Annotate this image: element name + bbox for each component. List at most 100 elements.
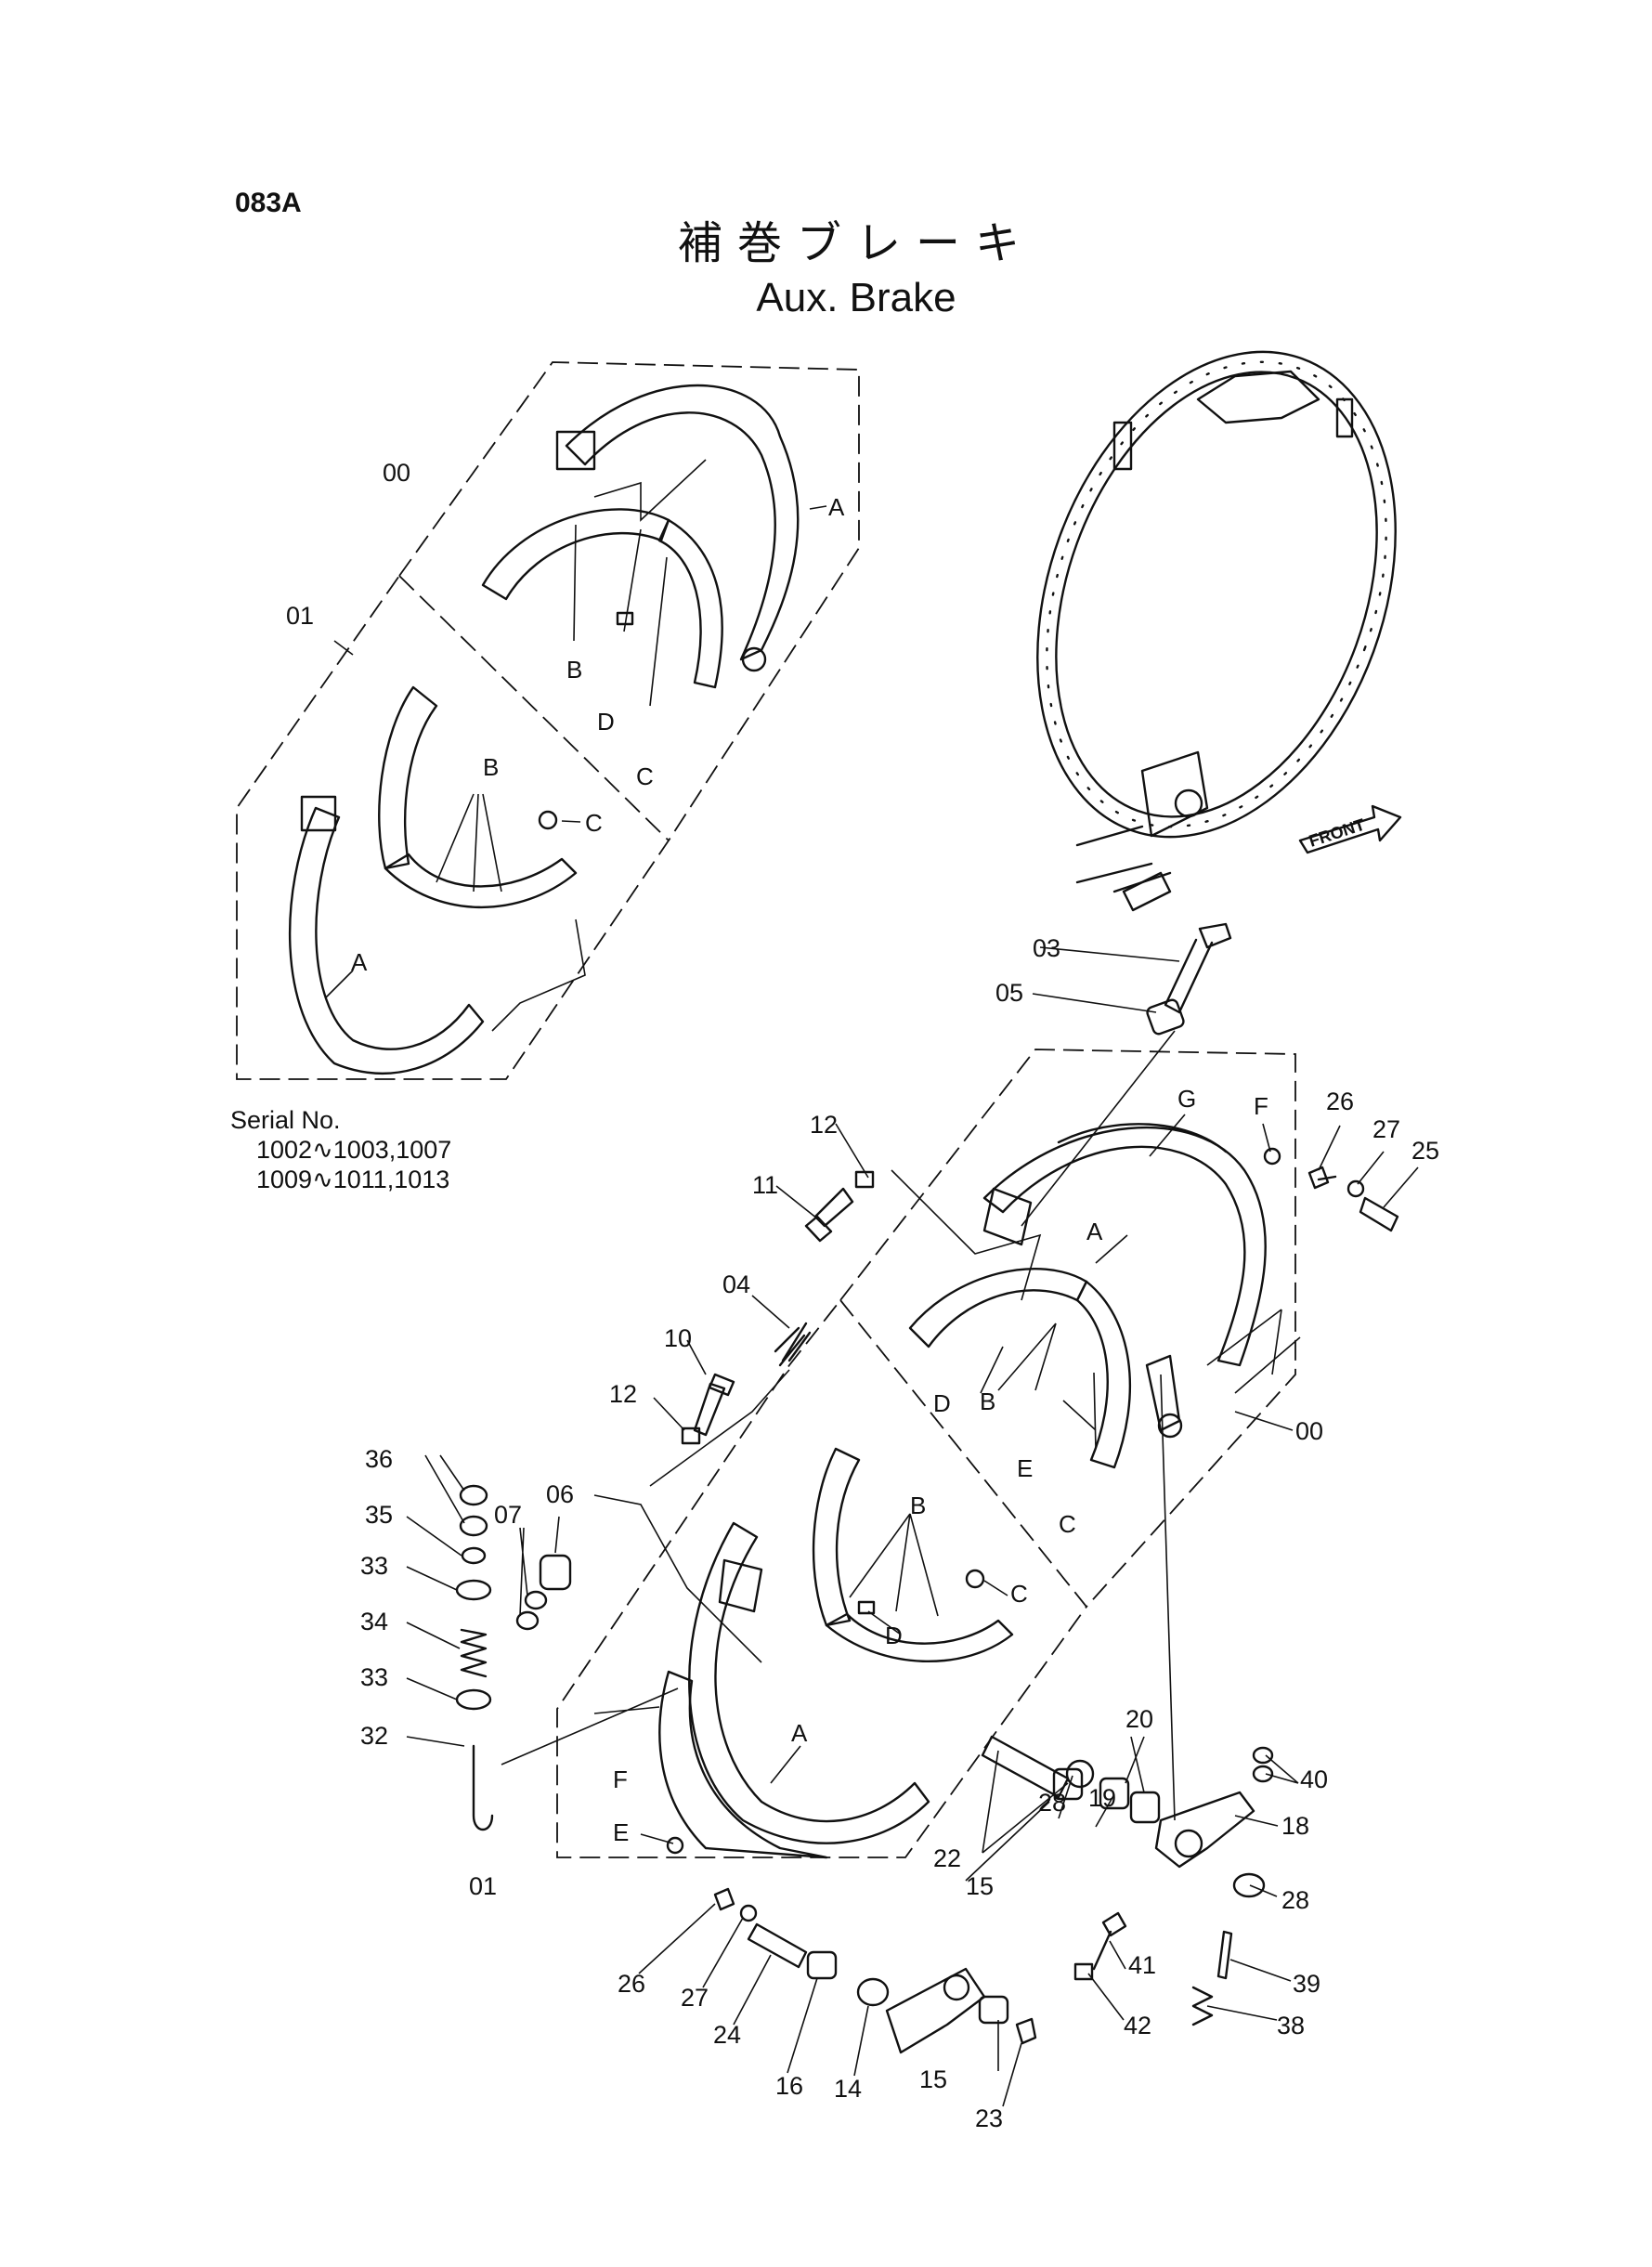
callout-a-lower-asm: A bbox=[791, 1719, 808, 1747]
washer-33a bbox=[455, 1579, 492, 1601]
lower-lever bbox=[885, 1967, 986, 2054]
callout-42: 42 bbox=[1124, 2012, 1151, 2039]
nut-36a bbox=[459, 1484, 488, 1506]
bolt-41 bbox=[1092, 1911, 1127, 1971]
front-label: FRONT bbox=[1307, 815, 1367, 851]
callout-c-top: C bbox=[636, 762, 654, 790]
callout-g: G bbox=[1177, 1085, 1196, 1113]
brake-band-a-upper bbox=[565, 384, 800, 661]
callout-20: 20 bbox=[1125, 1705, 1153, 1733]
callout-f-lower: F bbox=[613, 1765, 628, 1793]
band-end-fitting bbox=[982, 1187, 1033, 1246]
callout-a-lower: A bbox=[351, 948, 368, 976]
callout-39: 39 bbox=[1293, 1970, 1320, 1998]
callout-32: 32 bbox=[360, 1722, 388, 1750]
callout-18: 18 bbox=[1281, 1812, 1309, 1840]
callout-b-lower-asm: B bbox=[910, 1492, 926, 1519]
callout-04: 04 bbox=[722, 1270, 750, 1298]
spring-38 bbox=[1191, 1986, 1214, 2026]
callout-16: 16 bbox=[775, 2072, 803, 2100]
bolt-39 bbox=[1216, 1930, 1233, 1980]
nut-40b bbox=[1252, 1765, 1274, 1783]
bolt-11 bbox=[804, 1187, 854, 1243]
callout-e-middle: E bbox=[1017, 1454, 1033, 1482]
pin-22 bbox=[981, 1735, 1070, 1799]
pin-24 bbox=[747, 1922, 808, 1969]
washer-14 bbox=[856, 1977, 890, 2007]
callout-d-top: D bbox=[597, 708, 615, 736]
callout-a-middle: A bbox=[1086, 1218, 1103, 1245]
title-english: Aux. Brake bbox=[756, 275, 956, 320]
washer-28-left bbox=[1065, 1759, 1095, 1789]
callout-03: 03 bbox=[1033, 934, 1060, 962]
callout-27-lower: 27 bbox=[681, 1984, 709, 2012]
callout-11: 11 bbox=[752, 1171, 778, 1199]
callout-c-lower-asm: C bbox=[1010, 1580, 1028, 1608]
callout-28-right: 28 bbox=[1281, 1886, 1309, 1914]
serial-heading: Serial No. bbox=[230, 1106, 341, 1134]
nut-36b bbox=[459, 1515, 488, 1537]
front-arrow: FRONT bbox=[1298, 804, 1402, 854]
callout-22: 22 bbox=[933, 1844, 961, 1872]
callout-28-left: 28 bbox=[1038, 1789, 1066, 1817]
bolt-10 bbox=[693, 1373, 735, 1437]
nut-42 bbox=[1073, 1962, 1094, 1981]
callout-41: 41 bbox=[1128, 1951, 1156, 1979]
nut-12-upper bbox=[854, 1170, 875, 1189]
bolt-03 bbox=[1164, 922, 1232, 1014]
callout-34: 34 bbox=[360, 1608, 388, 1635]
spring-04 bbox=[774, 1322, 812, 1367]
callout-26-upper: 26 bbox=[1326, 1088, 1354, 1115]
callout-40: 40 bbox=[1300, 1765, 1328, 1793]
nut-12-lower bbox=[681, 1427, 701, 1445]
callout-23: 23 bbox=[975, 2104, 1003, 2132]
title-japanese: 補巻ブレーキ bbox=[678, 217, 1034, 269]
callout-c-middle: C bbox=[1059, 1510, 1076, 1538]
callout-f-upper: F bbox=[1254, 1092, 1268, 1120]
bushing-19 bbox=[1099, 1777, 1130, 1810]
top-left-assembly: 00 01 A B C D B C A bbox=[236, 361, 860, 1080]
callout-15-upper: 15 bbox=[966, 1872, 994, 1900]
callout-05: 05 bbox=[995, 979, 1023, 1007]
nut-07a bbox=[524, 1590, 548, 1610]
eye-bolt-32 bbox=[472, 1744, 494, 1831]
callout-06: 06 bbox=[546, 1480, 574, 1508]
pin-25 bbox=[1359, 1196, 1399, 1232]
callout-25: 25 bbox=[1411, 1137, 1439, 1165]
spring-34 bbox=[460, 1628, 488, 1678]
washer-27-lower bbox=[739, 1904, 758, 1922]
callout-38: 38 bbox=[1277, 2012, 1305, 2039]
callout-c-lower: C bbox=[585, 809, 603, 837]
washer-33b bbox=[455, 1688, 492, 1711]
clip-23 bbox=[1015, 2017, 1037, 2045]
callout-00-top: 00 bbox=[383, 459, 410, 487]
callout-01-lower: 01 bbox=[469, 1872, 497, 1900]
callout-00-lower: 00 bbox=[1295, 1417, 1323, 1445]
dashed-boundary-01 bbox=[236, 575, 670, 1080]
washer-35 bbox=[461, 1546, 487, 1565]
callout-14: 14 bbox=[834, 2075, 862, 2103]
bolt-26-lower bbox=[713, 1887, 735, 1911]
callout-e-lower: E bbox=[613, 1818, 629, 1846]
callout-33-upper: 33 bbox=[360, 1552, 388, 1580]
band-end-bracket bbox=[555, 430, 596, 471]
lever-18 bbox=[1154, 1791, 1255, 1869]
washer-28-right bbox=[1232, 1872, 1266, 1898]
callout-24: 24 bbox=[713, 2021, 741, 2049]
bushing-06 bbox=[539, 1554, 572, 1591]
callout-26-lower: 26 bbox=[618, 1970, 645, 1998]
bushing-15-lower bbox=[978, 1995, 1009, 2025]
assembled-brake-band bbox=[1036, 350, 1397, 912]
bushing-16 bbox=[806, 1950, 838, 1980]
dashed-boundary-00-lower bbox=[839, 1049, 1296, 1608]
callout-12-lower: 12 bbox=[609, 1380, 637, 1408]
serial-line-2: 1009∿1011,1013 bbox=[256, 1166, 449, 1193]
serial-line-1: 1002∿1003,1007 bbox=[256, 1136, 451, 1164]
brake-band-a-lower bbox=[288, 806, 485, 1075]
serial-number-block: Serial No. 1002∿1003,1007 1009∿1011,1013 bbox=[230, 1106, 451, 1193]
callout-d-lower-asm: D bbox=[885, 1622, 903, 1649]
lower-assembly: 03 05 12 11 04 10 12 06 07 36 35 33 34 3… bbox=[360, 922, 1439, 2132]
callout-19: 19 bbox=[1088, 1784, 1116, 1812]
callout-a-top: A bbox=[828, 493, 845, 521]
